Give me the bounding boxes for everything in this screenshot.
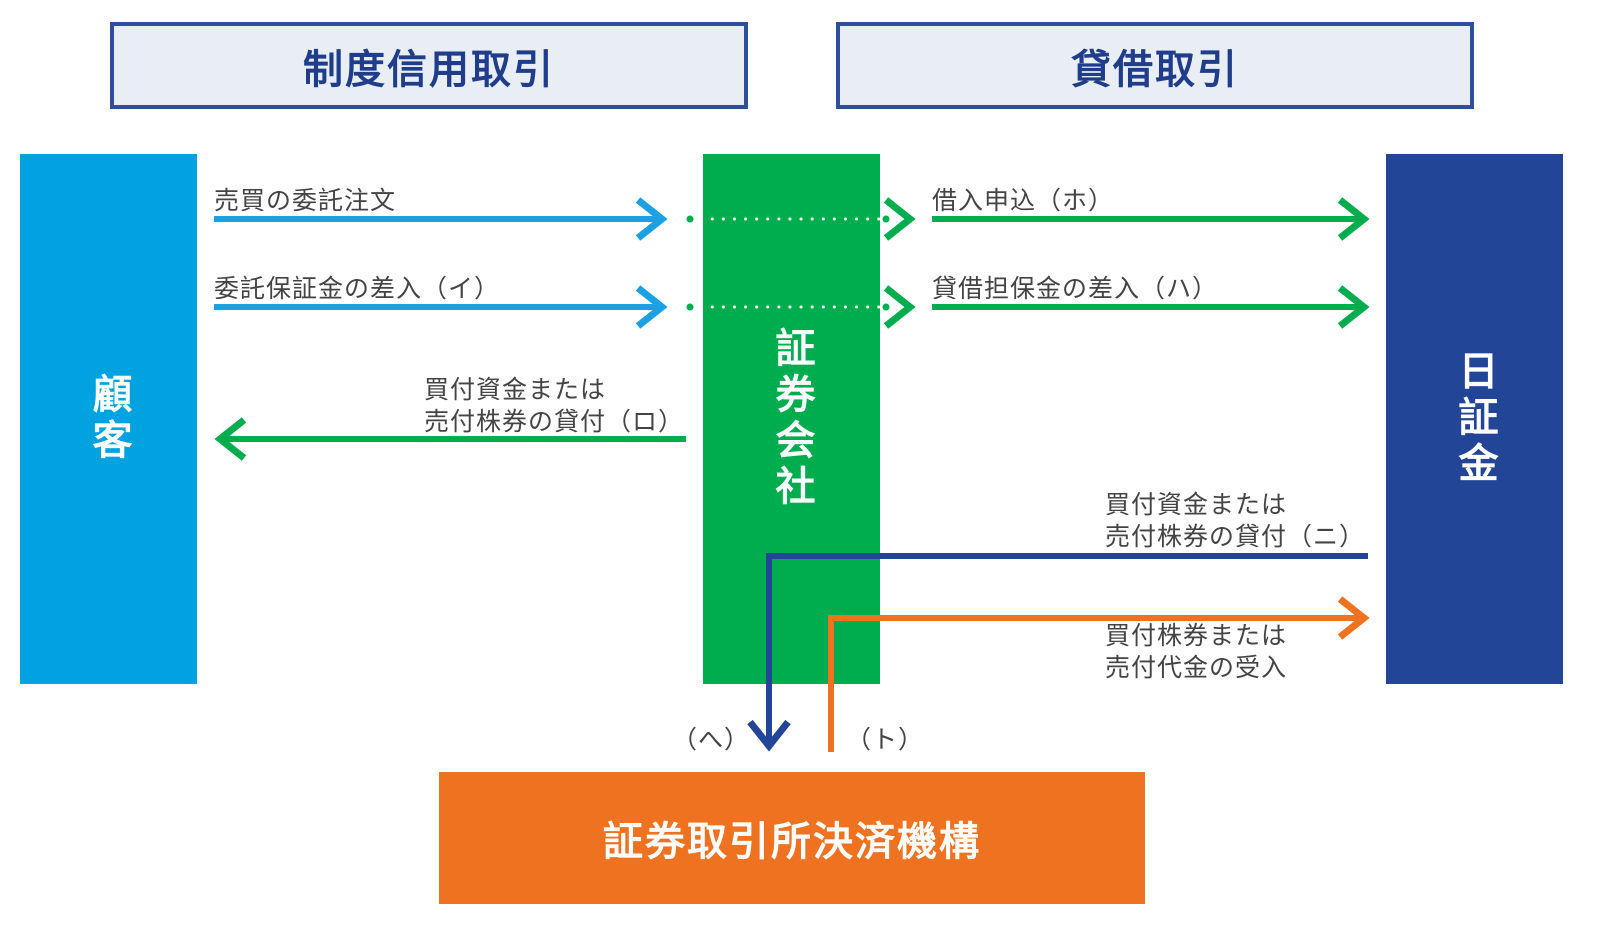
label-receipt-line1: 買付株券または xyxy=(1105,621,1288,650)
arrow-borrow-head xyxy=(1337,197,1370,241)
clearing-box: 証券取引所決済機構 xyxy=(439,772,1145,904)
arrow-collateral-head xyxy=(1337,285,1370,329)
label-he: （へ） xyxy=(672,725,751,754)
arrow-order-head xyxy=(635,197,668,241)
pass-head-2 xyxy=(883,285,916,329)
arrow-to-head xyxy=(1337,596,1370,640)
header-margin-trading: 制度信用取引 xyxy=(110,22,748,109)
label-loan-ro-line1: 買付資金または xyxy=(424,375,607,404)
jsf-box: 日証金 xyxy=(1386,154,1563,684)
dot-start-1 xyxy=(686,215,694,223)
header-loan-trading: 貸借取引 xyxy=(836,22,1474,109)
arrow-deposit-head xyxy=(635,285,668,329)
clearing-label: 証券取引所決済機構 xyxy=(603,819,981,865)
securities-company-box: 証券会社 xyxy=(703,154,880,684)
header-loan-trading-label: 貸借取引 xyxy=(1071,46,1239,93)
arrow-to xyxy=(828,615,1360,752)
jsf-label: 日証金 xyxy=(1451,350,1498,488)
label-collateral-ha: 貸借担保金の差入（ハ） xyxy=(932,274,1219,303)
label-borrow-ho: 借入申込（ホ） xyxy=(932,186,1115,215)
dot-start-2 xyxy=(686,303,694,311)
label-loan-ni-line2: 売付株券の貸付（ニ） xyxy=(1105,522,1366,551)
label-loan-ni-line1: 買付資金または xyxy=(1105,490,1288,519)
arrow-he-head xyxy=(747,719,791,752)
securities-company-label: 証券会社 xyxy=(768,327,815,511)
label-deposit-i: 委託保証金の差入（イ） xyxy=(214,274,501,303)
label-loan-ro-line2: 売付株券の貸付（ロ） xyxy=(424,407,685,436)
dot-end-1 xyxy=(882,215,890,223)
header-margin-trading-label: 制度信用取引 xyxy=(303,46,555,93)
pass-head-1 xyxy=(883,197,916,241)
customer-label: 顧客 xyxy=(85,373,132,465)
label-receipt-line2: 売付代金の受入 xyxy=(1105,653,1288,682)
arrow-loan-ro-head xyxy=(214,417,247,461)
arrow-he xyxy=(766,553,1368,742)
dot-end-2 xyxy=(882,303,890,311)
label-to: （ト） xyxy=(846,725,925,754)
customer-box: 顧客 xyxy=(20,154,197,684)
label-order: 売買の委託注文 xyxy=(214,186,397,215)
